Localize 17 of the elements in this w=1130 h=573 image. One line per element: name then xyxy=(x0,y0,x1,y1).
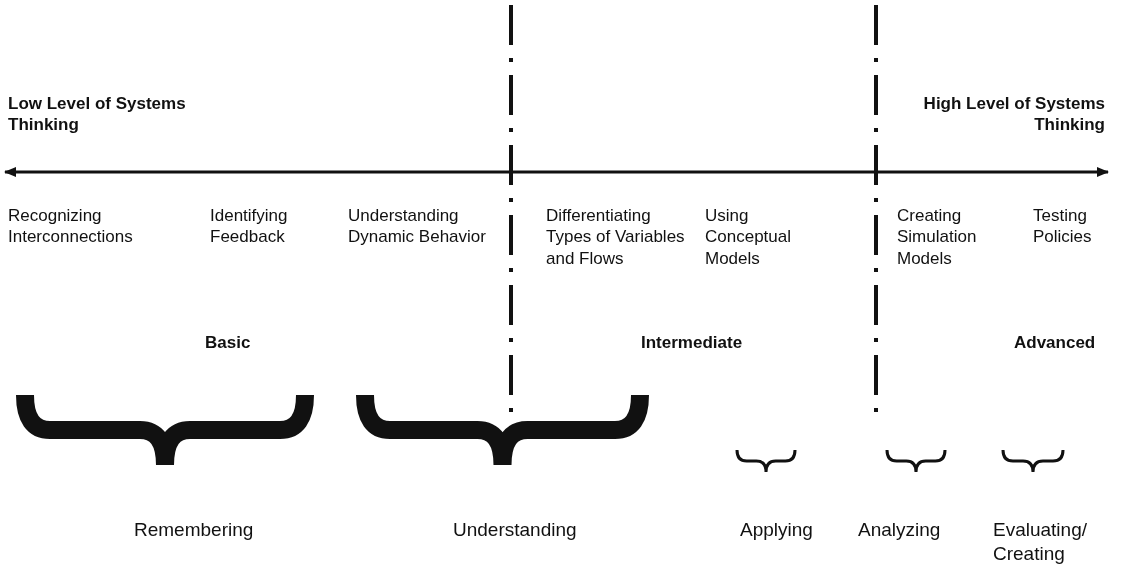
skill-label: Differentiating Types of Variables and Flows xyxy=(546,205,686,269)
bloom-level-label: Evaluating/ Creating xyxy=(993,518,1088,566)
scale-end-label: High Level of Systems Thinking xyxy=(922,93,1105,136)
level-label: Intermediate xyxy=(641,332,743,354)
bloom-level-label: Understanding xyxy=(453,518,577,542)
skill-label: Recognizing Interconnections xyxy=(8,205,134,248)
skill-label: Creating Simulation Models xyxy=(897,205,978,269)
skill-label: Identifying Feedback xyxy=(210,205,289,248)
skill-label: Testing Policies xyxy=(1033,205,1093,248)
skill-label: Using Conceptual Models xyxy=(705,205,792,269)
level-label: Advanced xyxy=(1014,332,1096,354)
bloom-level-label: Remembering xyxy=(134,518,254,542)
level-label: Basic xyxy=(205,332,251,354)
bloom-level-label: Analyzing xyxy=(858,518,941,542)
skill-label: Understanding Dynamic Behavior xyxy=(348,205,487,248)
scale-end-label: Low Level of Systems Thinking xyxy=(8,93,187,136)
bloom-level-label: Applying xyxy=(740,518,813,542)
